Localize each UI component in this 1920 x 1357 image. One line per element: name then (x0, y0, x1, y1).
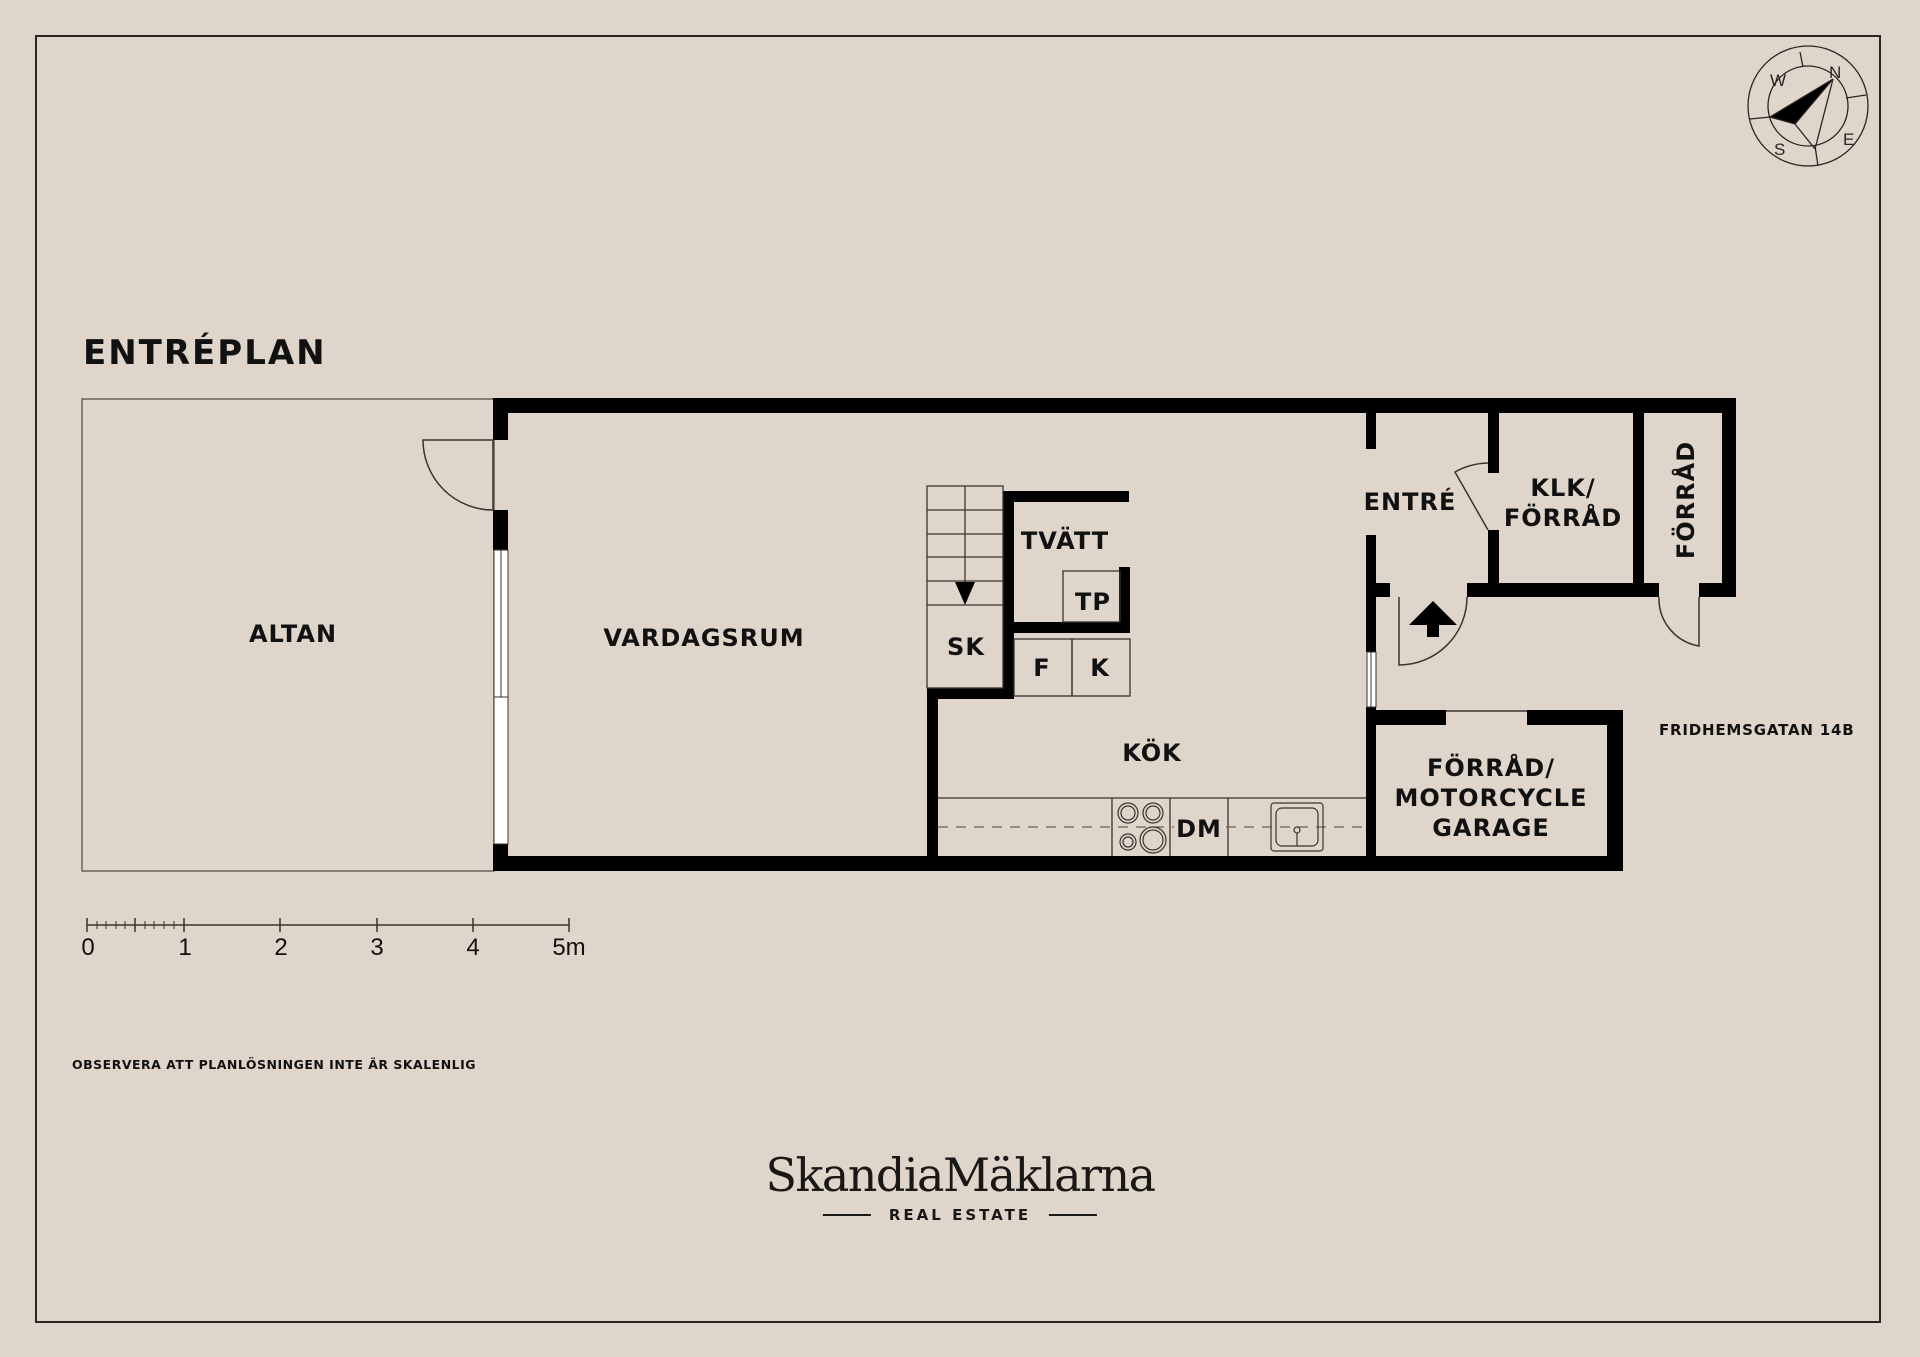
scale-tick-3: 3 (370, 934, 384, 961)
room-label-entre: ENTRÉ (1363, 488, 1457, 516)
scale-tick-1: 1 (178, 934, 192, 961)
svg-text:S: S (1774, 140, 1785, 159)
svg-text:N: N (1829, 63, 1841, 82)
room-label-dm: DM (1174, 814, 1224, 844)
tagline-rule-left (822, 1214, 871, 1216)
kitchen-counter (938, 797, 1366, 856)
brand-logo: SkandiaMäklarna (765, 1148, 1156, 1202)
sink-icon (1270, 802, 1324, 852)
compass-rose-icon (1747, 45, 1869, 167)
room-label-tvatt: TVÄTT (1020, 527, 1110, 555)
plan-title: ENTRÉPLAN (83, 333, 327, 373)
staircase-icon (926, 485, 1004, 689)
tagline-text: REAL ESTATE (888, 1206, 1032, 1224)
disclaimer-note: OBSERVERA ATT PLANLÖSNINGEN INTE ÄR SKAL… (72, 1057, 477, 1072)
svg-text:E: E (1843, 130, 1854, 149)
doors (422, 439, 1700, 666)
room-label-klk-forrad: KLK/ FÖRRÅD (1503, 474, 1623, 532)
brand-tagline: REAL ESTATE (822, 1206, 1098, 1224)
room-label-garage: FÖRRÅD/ MOTORCYCLE GARAGE (1394, 754, 1588, 842)
compass-labels: W N E S (1770, 63, 1854, 159)
room-label-sk: SK (947, 633, 985, 661)
room-label-kok: KÖK (1122, 739, 1182, 767)
svg-text:W: W (1770, 71, 1786, 90)
stair-direction-icon (955, 582, 975, 605)
scale-tick-5: 5m (552, 934, 586, 961)
scale-tick-0: 0 (81, 934, 95, 961)
room-label-k: K (1090, 654, 1110, 682)
tagline-rule-right (1049, 1214, 1098, 1216)
windows (493, 549, 1377, 845)
room-label-vardagsrum: VARDAGSRUM (603, 624, 805, 652)
page-frame (35, 35, 1881, 1323)
room-label-forrad: FÖRRÅD (1672, 440, 1700, 560)
scale-bar (86, 918, 570, 932)
stove-icon (1117, 802, 1167, 854)
walls (493, 398, 1736, 871)
room-label-tp: TP (1075, 588, 1111, 616)
entrance-arrow-icon (1409, 601, 1457, 637)
room-label-f: F (1033, 654, 1051, 682)
appliance-boxes (1013, 570, 1131, 697)
scale-tick-2: 2 (274, 934, 288, 961)
room-label-altan: ALTAN (248, 620, 338, 648)
scale-tick-4: 4 (466, 934, 480, 961)
street-address: FRIDHEMSGATAN 14B (1659, 721, 1855, 739)
